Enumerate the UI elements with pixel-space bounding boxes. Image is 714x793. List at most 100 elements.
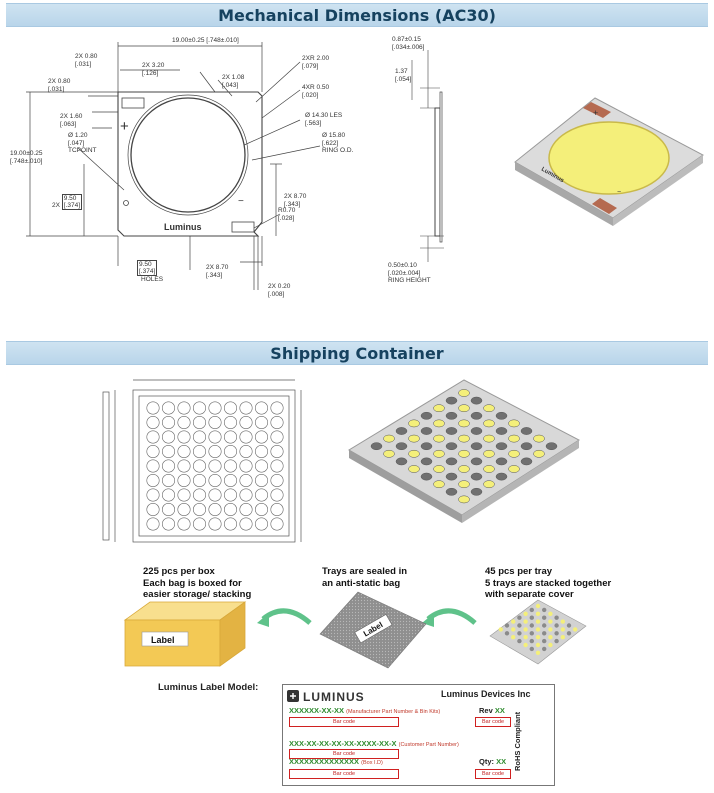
- tc-point-icon: [123, 200, 129, 206]
- small-tray-cell: [535, 650, 541, 655]
- tray-cell: [146, 401, 160, 415]
- tray-cell: [224, 415, 238, 429]
- tray-3d-cell: [458, 465, 470, 473]
- tray-cell: [177, 503, 191, 517]
- dim-4xr050: 4XR 0.50[.020]: [302, 84, 330, 99]
- tray-3d-cell: [508, 465, 520, 473]
- tray-cell: [224, 401, 238, 415]
- tray-3d-cell: [395, 442, 408, 451]
- tray-cell: [270, 445, 284, 459]
- small-tray-cell: [523, 611, 528, 616]
- tray-3d-cell: [508, 419, 520, 428]
- small-tray-cell: [504, 623, 510, 628]
- anode-pad: [121, 97, 145, 109]
- tray-cell: [255, 401, 269, 415]
- tray-3d-cell: [420, 457, 433, 466]
- qty-line: Qty: XX: [479, 757, 507, 766]
- barcode-rev: Bar code: [475, 717, 511, 727]
- dim-top-width: 19.00±0.25 [.748±.010]: [172, 37, 239, 44]
- small-tray-cell: [517, 631, 522, 636]
- tray-cell: [208, 401, 222, 415]
- tray-cell: [270, 415, 284, 429]
- tray-3d-cell: [458, 495, 470, 504]
- tray-3d-cell: [445, 411, 458, 420]
- tray-cell: [193, 488, 207, 502]
- tray-cell: [255, 503, 269, 517]
- tray-3d-cell: [445, 442, 458, 451]
- tray-3d-cell: [470, 457, 483, 466]
- small-tray-cell: [535, 611, 541, 616]
- tray-cell: [208, 445, 222, 459]
- label-model-card: LUMINUS Luminus Devices Inc XXXXXX-XX-XX…: [282, 684, 555, 786]
- company-name: Luminus Devices Inc: [441, 689, 531, 699]
- tray-cell: [146, 430, 160, 444]
- tray-cell: [239, 488, 253, 502]
- tray-3d-cell: [433, 449, 445, 458]
- small-tray-cell: [548, 635, 553, 640]
- tray-cell: [224, 459, 238, 473]
- tray-drawing: [102, 379, 302, 543]
- tray-cell: [162, 401, 176, 415]
- dim-020: 2X 0.20[.008]: [268, 283, 291, 298]
- tray-3d-cell: [445, 487, 458, 496]
- small-tray-cell: [498, 627, 503, 632]
- tray-3d-cell: [458, 389, 470, 397]
- tray-cell: [224, 474, 238, 488]
- dim-les: Ø 14.30 LES[.563]: [305, 112, 343, 127]
- tray-cell: [146, 445, 160, 459]
- tray-3d-cell: [545, 442, 558, 451]
- small-tray-cell: [542, 638, 547, 644]
- small-tray-cell: [542, 631, 547, 636]
- rohs-text: RoHS Compliant: [513, 711, 522, 771]
- small-tray-cell: [535, 627, 541, 632]
- tray-cell: [146, 459, 160, 473]
- small-tray-cell: [560, 627, 565, 632]
- tray-cell: [255, 445, 269, 459]
- small-tray-cell: [548, 627, 553, 632]
- small-tray-cell: [554, 615, 559, 620]
- small-tray-cell: [529, 615, 534, 620]
- tray-3d-render: [348, 379, 580, 523]
- small-tray-cell: [560, 635, 565, 640]
- logo-text: LUMINUS: [303, 690, 365, 704]
- tray-cell: [239, 503, 253, 517]
- shipping-title: Shipping Container: [270, 344, 444, 363]
- tray-3d-cell: [433, 434, 445, 443]
- dim-160: 2X 1.60[.063]: [60, 113, 83, 128]
- tray-3d-cell: [395, 427, 408, 435]
- tray-cell: [270, 474, 284, 488]
- dim-2xr200: 2XR 2.00[.079]: [302, 55, 330, 70]
- tray-cell: [255, 459, 269, 473]
- tray-3d-cell: [408, 434, 420, 443]
- tray-cell: [177, 474, 191, 488]
- dim-080a: 2X 0.80[.031]: [75, 53, 98, 68]
- tray-cell: [177, 488, 191, 502]
- small-tray-cell: [560, 619, 565, 624]
- tray-cell: [162, 459, 176, 473]
- antistatic-bag: Label: [319, 591, 427, 669]
- tray-cell: [162, 488, 176, 502]
- tray-cell: [255, 488, 269, 502]
- small-tray-cell: [542, 615, 547, 620]
- tray-3d-cell: [458, 434, 470, 443]
- tray-cell: [208, 415, 222, 429]
- small-tray-cell: [504, 631, 510, 636]
- tray-3d-cell: [470, 427, 483, 435]
- tray-cell: [162, 517, 176, 531]
- tray-3d-cell: [483, 434, 495, 443]
- tray-3d-cell: [483, 419, 495, 428]
- tray-cell: [177, 517, 191, 531]
- tray-cell: [255, 517, 269, 531]
- tray-3d-cell: [508, 434, 520, 443]
- bag-caption: Trays are sealed in an anti-static bag: [322, 566, 408, 589]
- tray-cell: [208, 503, 222, 517]
- plus-icon-3d: +: [593, 108, 598, 118]
- tray-cell: [146, 474, 160, 488]
- small-tray-cell: [548, 619, 553, 624]
- tray-3d-cell: [458, 449, 470, 458]
- tray-3d-cell: [408, 465, 420, 473]
- tray-cell: [239, 430, 253, 444]
- tray-cell: [193, 459, 207, 473]
- tray-3d-cell: [495, 427, 508, 435]
- tray-3d-cell: [408, 449, 420, 458]
